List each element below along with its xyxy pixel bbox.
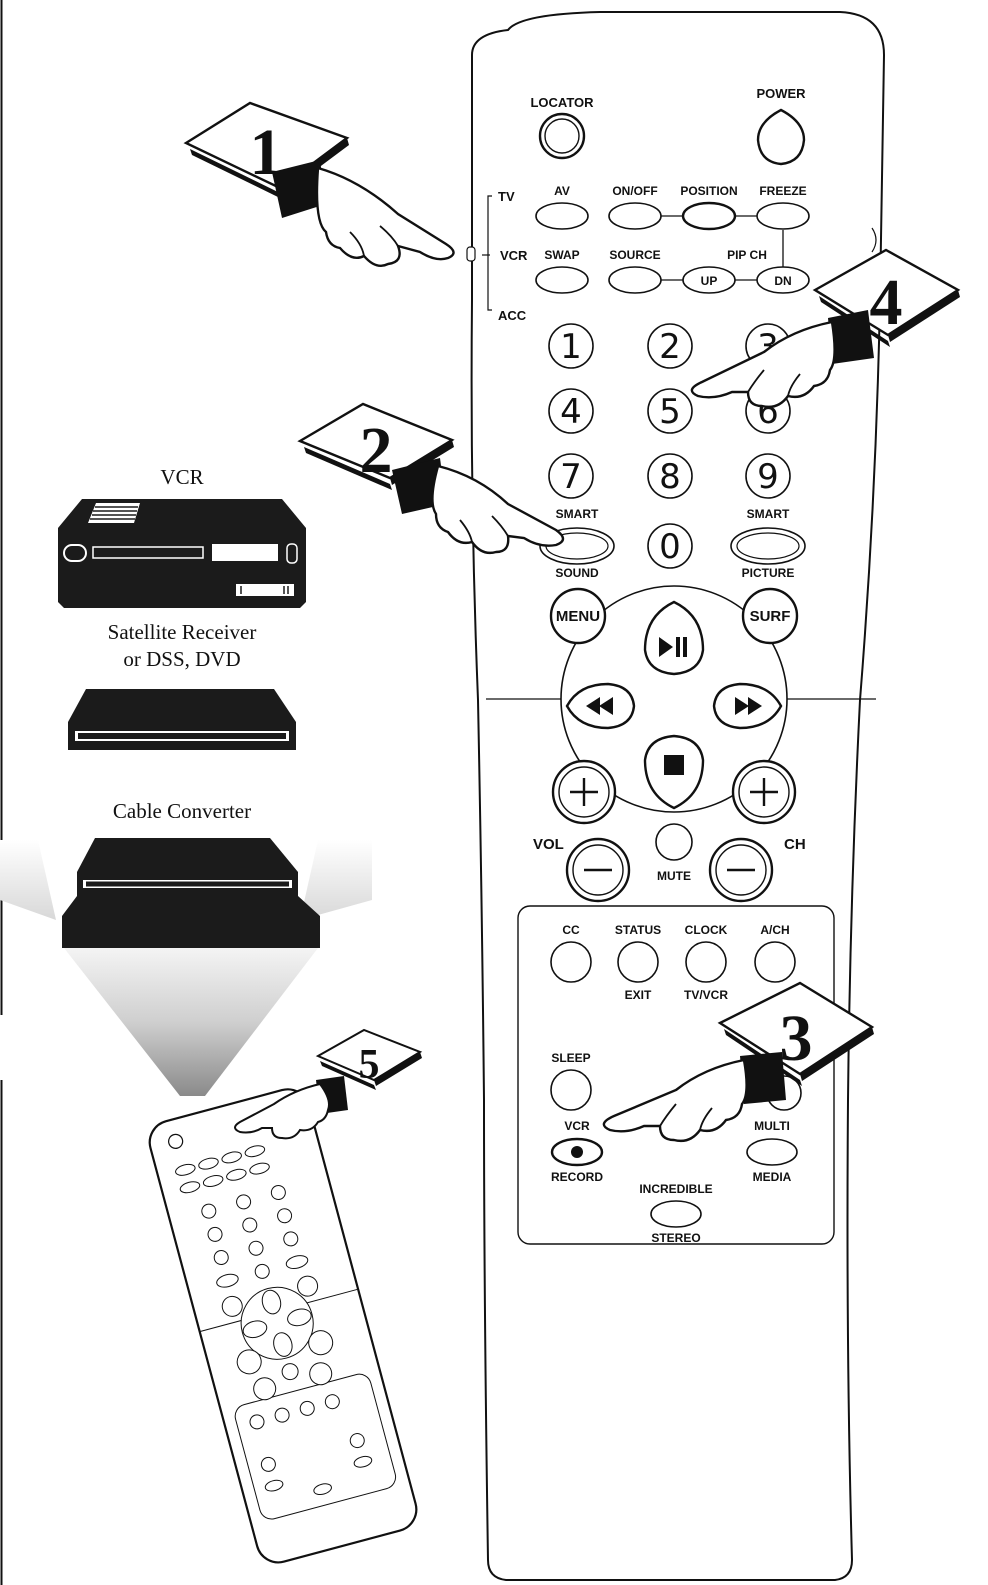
incredible-stereo-button[interactable]: [651, 1201, 701, 1227]
digit-8-button[interactable]: 8: [648, 454, 692, 498]
status-exit-button[interactable]: [618, 942, 658, 982]
step-2-number: 2: [360, 414, 393, 487]
satellite-receiver-device: Satellite Receiver or DSS, DVD: [68, 620, 296, 750]
av-label: AV: [554, 184, 570, 198]
media-label: MEDIA: [753, 1170, 792, 1184]
svg-text:SURF: SURF: [750, 608, 791, 625]
step-4-number: 4: [870, 266, 903, 339]
a-ch-label: A/CH: [760, 923, 789, 937]
mute-label: MUTE: [657, 869, 691, 883]
swap-label: SWAP: [544, 248, 579, 262]
pip-ch-label: PIP CH: [727, 248, 767, 262]
digit-0-button[interactable]: 0: [648, 524, 692, 568]
svg-text:2: 2: [659, 327, 681, 367]
digit-1-button[interactable]: 1: [549, 324, 593, 368]
multimedia-button[interactable]: [747, 1139, 797, 1165]
satellite-label-line1: Satellite Receiver: [108, 620, 257, 644]
svg-text:5: 5: [659, 392, 681, 432]
volume-down-button[interactable]: [567, 839, 629, 901]
mute-button[interactable]: [656, 824, 692, 860]
cable-converter-label: Cable Converter: [113, 799, 251, 823]
sleep-button[interactable]: [551, 1070, 591, 1110]
on-off-label: ON/OFF: [612, 184, 657, 198]
svg-text:4: 4: [560, 392, 582, 432]
exit-label: EXIT: [625, 988, 652, 1002]
satellite-label-line2: or DSS, DVD: [123, 647, 240, 671]
step-1-callout: 1: [186, 103, 454, 266]
source-button[interactable]: [609, 267, 661, 293]
digit-5-button[interactable]: 5: [648, 389, 692, 433]
digit-9-button[interactable]: 9: [746, 454, 790, 498]
position-button[interactable]: [683, 203, 735, 229]
ch-label: CH: [784, 836, 806, 853]
svg-text:0: 0: [659, 527, 681, 567]
freeze-button[interactable]: [757, 203, 809, 229]
on-off-button[interactable]: [609, 203, 661, 229]
multi-label: MULTI: [754, 1119, 790, 1133]
volume-up-button[interactable]: [553, 761, 615, 823]
digit-2-button[interactable]: 2: [648, 324, 692, 368]
step-3-number: 3: [780, 1002, 813, 1075]
stereo-label: STEREO: [651, 1231, 700, 1245]
step-5-callout: 5: [235, 1030, 422, 1138]
vcr-device-label: VCR: [160, 465, 203, 489]
cc-label: CC: [562, 923, 580, 937]
tv-vcr-label: TV/VCR: [684, 988, 728, 1002]
freeze-label: FREEZE: [759, 184, 806, 198]
vol-label: VOL: [533, 836, 564, 853]
cable-converter-device: Cable Converter: [0, 799, 372, 1096]
clock-label: CLOCK: [685, 923, 728, 937]
a-ch-button[interactable]: [755, 942, 795, 982]
smart-picture-bottom-label: PICTURE: [742, 566, 795, 580]
menu-button[interactable]: MENU: [551, 589, 605, 643]
smart-picture-top-label: SMART: [747, 507, 790, 521]
svg-text:MENU: MENU: [556, 608, 600, 625]
channel-down-button[interactable]: [710, 839, 772, 901]
smart-sound-bottom-label: SOUND: [555, 566, 599, 580]
pip-dn-label: DN: [774, 274, 791, 288]
position-label: POSITION: [680, 184, 737, 198]
stop-icon: [664, 755, 684, 775]
pointing-hand-icon: [272, 160, 454, 266]
locator-label: LOCATOR: [530, 95, 594, 110]
channel-up-button[interactable]: [733, 761, 795, 823]
remote-control: TV VCR ACC LOCATOR POWER AV ON/OFF POSIT…: [467, 12, 884, 1580]
svg-text:1: 1: [560, 327, 582, 367]
step-5-number: 5: [359, 1042, 380, 1088]
pause-icon: [676, 637, 680, 657]
incredible-label: INCREDIBLE: [639, 1182, 712, 1196]
status-label: STATUS: [615, 923, 661, 937]
source-label: SOURCE: [609, 248, 660, 262]
vcr-device: VCR: [58, 465, 306, 608]
svg-text:7: 7: [560, 457, 582, 497]
mode-vcr[interactable]: VCR: [500, 248, 528, 263]
vcr-record-top-label: VCR: [564, 1119, 590, 1133]
signal-beam-top-left: [0, 840, 56, 920]
sleep-label: SLEEP: [551, 1051, 590, 1065]
clock-tvvcr-button[interactable]: [686, 942, 726, 982]
power-label: POWER: [756, 86, 806, 101]
av-button[interactable]: [536, 203, 588, 229]
mode-acc[interactable]: ACC: [498, 308, 527, 323]
svg-text:8: 8: [659, 457, 681, 497]
record-label: RECORD: [551, 1170, 603, 1184]
mode-tv[interactable]: TV: [498, 189, 515, 204]
digit-7-button[interactable]: 7: [549, 454, 593, 498]
signal-beam: [64, 948, 318, 1096]
digit-4-button[interactable]: 4: [549, 389, 593, 433]
pip-up-label: UP: [701, 274, 718, 288]
mode-switch-slider[interactable]: [467, 247, 475, 261]
record-icon: [571, 1146, 583, 1158]
swap-button[interactable]: [536, 267, 588, 293]
handheld-remote: [145, 1084, 421, 1567]
svg-text:9: 9: [757, 457, 779, 497]
cc-button[interactable]: [551, 942, 591, 982]
surf-button[interactable]: SURF: [743, 589, 797, 643]
locator-button[interactable]: [540, 114, 584, 158]
smart-sound-top-label: SMART: [556, 507, 599, 521]
